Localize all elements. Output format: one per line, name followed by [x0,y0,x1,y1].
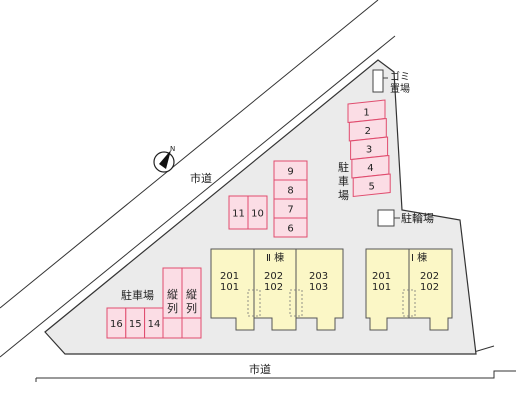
garbage-area-box [372,69,384,93]
b2-unit-1-lower: 101 [220,282,239,293]
parking-space-11-label: 11 [232,209,245,220]
parking-space-5 [352,173,391,198]
parking-space-6 [273,217,308,238]
parking-group-pair: 11 10 [228,195,268,230]
road-label-bottom: 市道 [249,362,271,376]
compass-icon: N [153,145,175,173]
parking-space-5-label: 5 [369,181,375,192]
garbage-area-label-1: ゴミ [390,70,410,83]
b1-unit-1-upper: 201 [372,271,391,282]
building-1-stair [402,289,416,317]
parking-space-1-label: 1 [363,107,369,118]
road-edge-bottom [36,370,516,379]
parking-space-16-label: 16 [110,319,123,330]
tandem-left-char-1: 縦 [167,288,178,301]
b2-unit-2-upper: 202 [264,271,283,282]
parking-label-char-2: 車 [338,174,349,188]
parking-group-center: 9 8 7 6 [273,160,308,238]
building-1: Ⅰ 棟 [365,248,453,331]
parking-space-7-label: 7 [287,205,293,216]
road-edge-outer [0,0,379,309]
road-label-diagonal: 市道 [190,171,212,185]
bicycle-parking-box [377,209,395,227]
parking-group-right: 1 2 3 4 5 [347,99,391,198]
parking-label-left: 駐車場 [121,288,154,302]
parking-space-3-label: 3 [366,144,372,155]
b2-unit-3-lower: 103 [309,282,328,293]
road-edge-inner [0,35,396,358]
tandem-left-char-2: 列 [167,301,178,315]
b2-unit-1-upper: 201 [220,271,239,282]
b1-unit-2-upper: 202 [420,271,439,282]
building-2-stair-1 [247,289,261,317]
building-2-stair-2 [289,289,303,317]
b2-unit-3-upper: 203 [309,271,328,282]
parking-space-9-label: 9 [287,167,293,178]
b2-unit-2-lower: 102 [264,282,283,293]
bicycle-parking-label: 駐輪場 [401,211,434,225]
parking-label-char-3: 場 [338,189,349,202]
b1-unit-1-lower: 101 [372,282,391,293]
parking-space-10 [247,195,268,230]
garbage-area-label-2: 置場 [390,82,410,95]
b1-unit-2-lower: 102 [420,282,439,293]
parking-label-char-1: 駐 [338,160,349,174]
building-2-name: Ⅱ 棟 [266,251,284,264]
tandem-space-right [181,267,202,339]
building-2: Ⅱ 棟 [210,248,344,331]
parking-space-8-label: 8 [287,186,293,197]
building-2-outline [210,248,344,331]
parking-space-15-label: 15 [129,319,142,330]
compass-north-label: N [170,145,175,153]
tandem-right-char-2: 列 [186,301,197,315]
parking-space-2-label: 2 [365,126,371,137]
parking-space-10-label: 10 [251,209,264,220]
parking-space-6-label: 6 [287,224,293,235]
tandem-right-char-1: 縦 [186,288,197,301]
building-1-name: Ⅰ 棟 [411,251,427,264]
compass-needle [159,150,171,169]
parking-space-14-label: 14 [148,319,161,330]
road-edge-right-stub [473,345,495,353]
parking-space-4-label: 4 [367,163,373,174]
